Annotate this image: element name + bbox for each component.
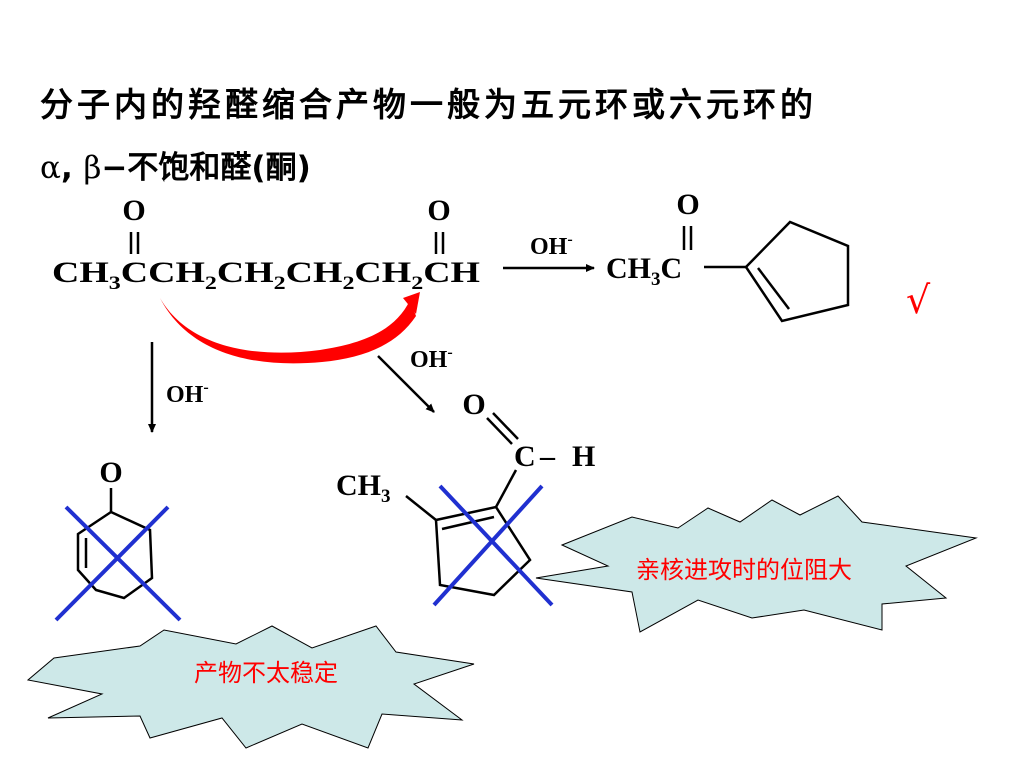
- aldehyde-hydrogen: H: [572, 440, 595, 473]
- left-cross-stroke-1: [64, 505, 182, 622]
- middle-reaction-arrow: [377, 355, 435, 413]
- heading-line-1: 分子内的羟醛缩合产物一般为五元环或六元环的: [40, 85, 817, 124]
- left-reagent-charge: -: [203, 379, 208, 396]
- steric-callout-text: 亲核进攻时的位阻大: [636, 556, 852, 584]
- seven-membered-ring: [76, 510, 154, 600]
- main-reagent-charge: -: [567, 231, 572, 248]
- aldehyde-oxygen: O: [462, 388, 485, 421]
- aldehyde-dash: –: [539, 440, 556, 473]
- callout-unstable-product: 产物不太稳定: [26, 625, 475, 749]
- reactant-right-carbonyl-oxygen: O: [427, 194, 450, 227]
- methyl-ring-bond: [405, 495, 437, 521]
- cyclopentene-double-bond-inner: [757, 267, 790, 310]
- main-product-oxygen: O: [676, 188, 699, 221]
- methyl-sub-3: 3: [381, 486, 391, 507]
- middle-cross-stroke-1: [438, 484, 554, 607]
- callout-steric-hindrance: 亲核进攻时的位阻大: [535, 495, 978, 633]
- steric-callout-burst: [535, 495, 978, 633]
- acetyl-ch: CH: [606, 252, 651, 285]
- aldehyde-ring-bond: [494, 469, 518, 508]
- reactant-left-carbonyl-oxygen: O: [122, 194, 145, 227]
- formula-ch-end: CH: [423, 256, 480, 289]
- aldehyde-double-bond-b: [492, 412, 519, 440]
- main-path: OH- O CH3C √: [503, 188, 931, 323]
- aldehyde-double-bond-a: [486, 417, 513, 445]
- intramolecular-attack-arrow: [160, 298, 416, 364]
- alpha-symbol: α: [40, 150, 61, 186]
- formula-sub-2-d: 2: [411, 273, 423, 294]
- acetyl-c: C: [661, 252, 683, 285]
- heading-line-2-text: −不饱和醛(酮): [101, 150, 311, 186]
- middle-ring-double-bond: [441, 515, 495, 531]
- methyl-ch: CH: [336, 469, 381, 502]
- unstable-callout-text: 产物不太稳定: [194, 659, 338, 687]
- alpha-comma: ,: [60, 150, 73, 186]
- formula-sub-2-a: 2: [205, 273, 217, 294]
- unstable-callout-burst: [26, 625, 475, 749]
- heading-line-2: α, β−不饱和醛(酮): [40, 142, 311, 187]
- formula-ch-2: CH: [217, 256, 274, 289]
- left-cross-stroke-2: [54, 505, 170, 622]
- left-reagent: OH-: [166, 379, 209, 408]
- formula-cch: CCH: [121, 256, 205, 289]
- beta-symbol: β: [83, 150, 102, 186]
- cyclopentene-ring-middle: [434, 505, 532, 597]
- middle-reagent-charge: -: [447, 344, 452, 361]
- left-reagent-oh: OH: [166, 382, 204, 408]
- middle-path: OH- O C – H CH3: [336, 344, 595, 607]
- cyclopentene-ring: [744, 220, 850, 323]
- attack-arrow-head: [403, 292, 420, 314]
- formula-sub-2-c: 2: [342, 273, 354, 294]
- left-path: OH- O: [54, 342, 209, 622]
- left-product-oxygen: O: [99, 456, 122, 489]
- formula-ch-3: CH: [286, 256, 343, 289]
- formula-sub-2-b: 2: [274, 273, 286, 294]
- middle-reagent-oh: OH: [410, 347, 448, 373]
- formula-sub-3: 3: [109, 273, 121, 294]
- acetyl-sub-3: 3: [651, 269, 661, 290]
- middle-reagent: OH-: [410, 344, 453, 373]
- methyl-group: CH3: [336, 469, 391, 507]
- middle-cross-stroke-2: [432, 484, 544, 607]
- formula-ch-1: CH: [52, 256, 109, 289]
- formula-ch-4: CH: [354, 256, 411, 289]
- aldehyde-carbon: C: [514, 440, 536, 473]
- preferred-checkmark: √: [906, 278, 931, 322]
- main-reagent-oh: OH: [530, 234, 568, 260]
- main-reagent: OH-: [530, 231, 573, 260]
- main-product-acetyl: CH3C: [606, 252, 682, 290]
